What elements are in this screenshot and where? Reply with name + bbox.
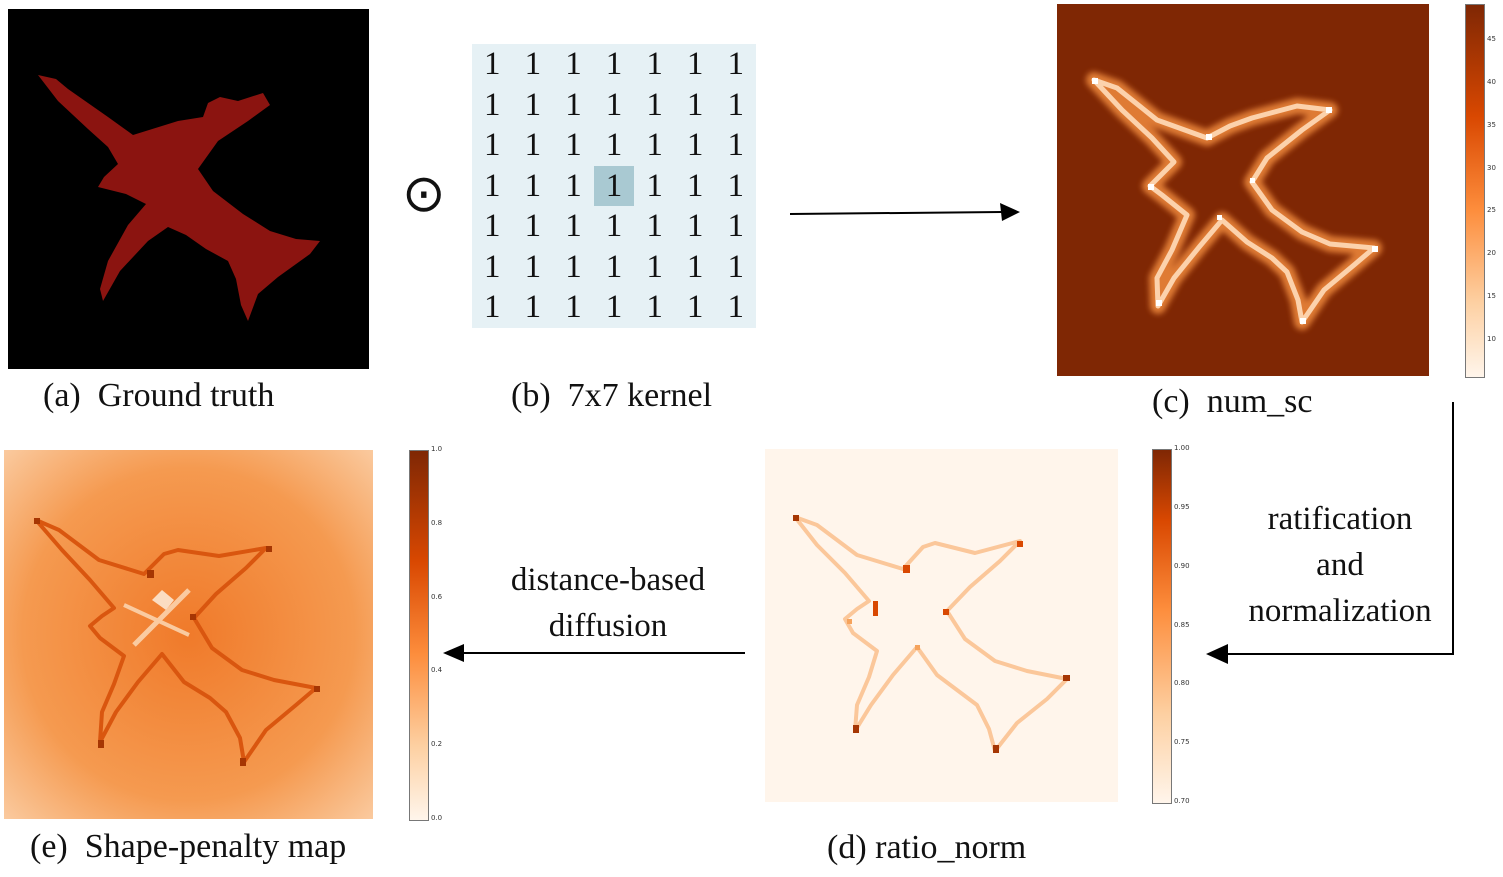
caption-ground-truth: (a) Ground truth	[43, 377, 275, 414]
kernel-cell: 1	[524, 86, 542, 123]
colorbar-tick-label: 0.8	[431, 518, 443, 527]
num-sc-colorbar	[1465, 4, 1485, 378]
kernel-cell: 1	[686, 46, 704, 82]
kernel-cell: 1	[484, 289, 501, 326]
kernel-cell: 1	[686, 248, 704, 285]
ratio-norm-outline	[793, 515, 1069, 753]
penalty-outline	[34, 518, 318, 764]
kernel-cell: 1	[727, 248, 744, 285]
kernel-cell: 1	[524, 248, 542, 285]
colorbar-tick-label: 0.70	[1174, 797, 1190, 805]
kernel-cell: 1	[524, 46, 542, 82]
kernel-cell: 1	[686, 86, 704, 123]
kernel-cell: 1	[605, 208, 623, 245]
kernel-cell: 1	[524, 167, 542, 204]
colorbar-tick-label: 30	[1487, 163, 1496, 172]
kernel-cell: 1	[686, 208, 704, 245]
arrow-kernel-to-numsc	[789, 203, 1020, 221]
kernel-cell: 1	[565, 289, 582, 326]
colorbar-tick-label: 0.75	[1174, 738, 1190, 747]
colorbar-tick-label: 0.4	[431, 666, 443, 675]
kernel-cell: 1	[484, 46, 501, 82]
kernel-cell: 1	[686, 127, 704, 164]
kernel-cell: 1	[605, 289, 623, 326]
kernel-cell: 1	[646, 167, 663, 204]
kernel-cell: 1	[646, 127, 663, 164]
penalty-center-highlight	[123, 588, 191, 647]
kernel-cell: 1	[686, 167, 704, 204]
caption-kernel: (b) 7x7 kernel	[511, 377, 713, 414]
num-sc-outline-core	[1091, 77, 1377, 325]
kernel-cell: 1	[524, 208, 542, 245]
kernel-cell: 1	[727, 289, 744, 326]
shape-penalty-colorbar	[409, 450, 429, 821]
kernel-cell: 1	[484, 127, 501, 164]
kernel-cell: 1	[727, 208, 744, 245]
colorbar-tick-label: 40	[1487, 77, 1496, 86]
arrow-numsc-to-rationorm	[1206, 402, 1454, 664]
kernel-cell: 1	[524, 289, 542, 326]
kernel-cell: 1	[686, 289, 704, 326]
note-diffusion-line2: diffusion	[548, 608, 668, 644]
colorbar-tick-label: 25	[1487, 206, 1496, 215]
kernel-cell: 1	[565, 86, 582, 123]
caption-ratio-norm: (d) ratio_norm	[827, 829, 1027, 866]
kernel-cell: 1	[605, 127, 623, 164]
colorbar-tick-label: 0.90	[1174, 561, 1190, 570]
note-ratification-line2: and	[1316, 547, 1364, 583]
note-ratification-line3: normalization	[1248, 593, 1432, 629]
hadamard-operator: ⊙	[402, 164, 446, 224]
kernel-cell: 1	[484, 248, 501, 285]
kernel-cell: 1	[565, 208, 582, 245]
kernel-cell: 1	[565, 167, 582, 204]
colorbar-tick-label: 1.00	[1174, 444, 1190, 452]
kernel-cell: 1	[727, 46, 744, 82]
colorbar-tick-label: 0.80	[1174, 679, 1190, 688]
colorbar-tick-label: 0.95	[1174, 502, 1190, 511]
arrow-rationorm-to-penalty	[443, 644, 745, 662]
colorbar-tick-label: 15	[1487, 292, 1496, 301]
kernel-cell: 1	[727, 167, 744, 204]
kernel-cell: 1	[484, 208, 501, 245]
colorbar-tick-label: 45	[1487, 35, 1496, 43]
kernel-cell: 1	[727, 127, 744, 164]
colorbar-tick-label: 0.2	[431, 740, 443, 749]
kernel-cell: 1	[646, 208, 663, 245]
kernel-cell: 1	[646, 46, 663, 82]
colorbar-tick-label: 35	[1487, 120, 1496, 129]
caption-shape-penalty: (e) Shape-penalty map	[30, 828, 347, 865]
ratio-norm-image	[765, 449, 1118, 802]
colorbar-tick-label: 0.6	[431, 592, 443, 601]
shape-penalty-image	[4, 450, 373, 819]
kernel-cell: 1	[484, 167, 501, 204]
kernel-cell: 1	[727, 86, 744, 123]
num-sc-image	[1057, 4, 1429, 376]
kernel-cell: 1	[565, 127, 582, 164]
airplane-mask	[38, 75, 320, 321]
kernel-cell: 1	[484, 86, 501, 123]
caption-num-sc: (c) num_sc	[1152, 383, 1313, 420]
note-diffusion-line1: distance-based	[510, 562, 706, 598]
colorbar-tick-label: 20	[1487, 249, 1496, 258]
colorbar-tick-label: 0.85	[1174, 620, 1190, 629]
kernel-cell: 1	[646, 248, 663, 285]
kernel-cell: 1	[646, 86, 663, 123]
kernel-cell: 1	[605, 46, 623, 82]
kernel-cell: 1	[605, 86, 623, 123]
kernel-cell: 1	[605, 248, 623, 285]
kernel-cell: 1	[524, 127, 542, 164]
kernel-cell: 1	[565, 248, 582, 285]
kernel-center-cell: 1	[593, 165, 635, 207]
note-ratification-line1: ratification	[1267, 501, 1413, 537]
colorbar-tick-label: 0.0	[431, 814, 443, 822]
colorbar-tick-label: 1.0	[431, 445, 443, 453]
note-ratification: ratification and normalization	[1230, 496, 1450, 634]
ground-truth-image	[8, 9, 369, 369]
note-diffusion: distance-based diffusion	[488, 557, 728, 649]
colorbar-tick-label: 10	[1487, 335, 1496, 343]
kernel-cell: 1	[565, 46, 582, 82]
kernel-cell: 1	[646, 289, 663, 326]
ratio-norm-colorbar	[1152, 449, 1172, 804]
